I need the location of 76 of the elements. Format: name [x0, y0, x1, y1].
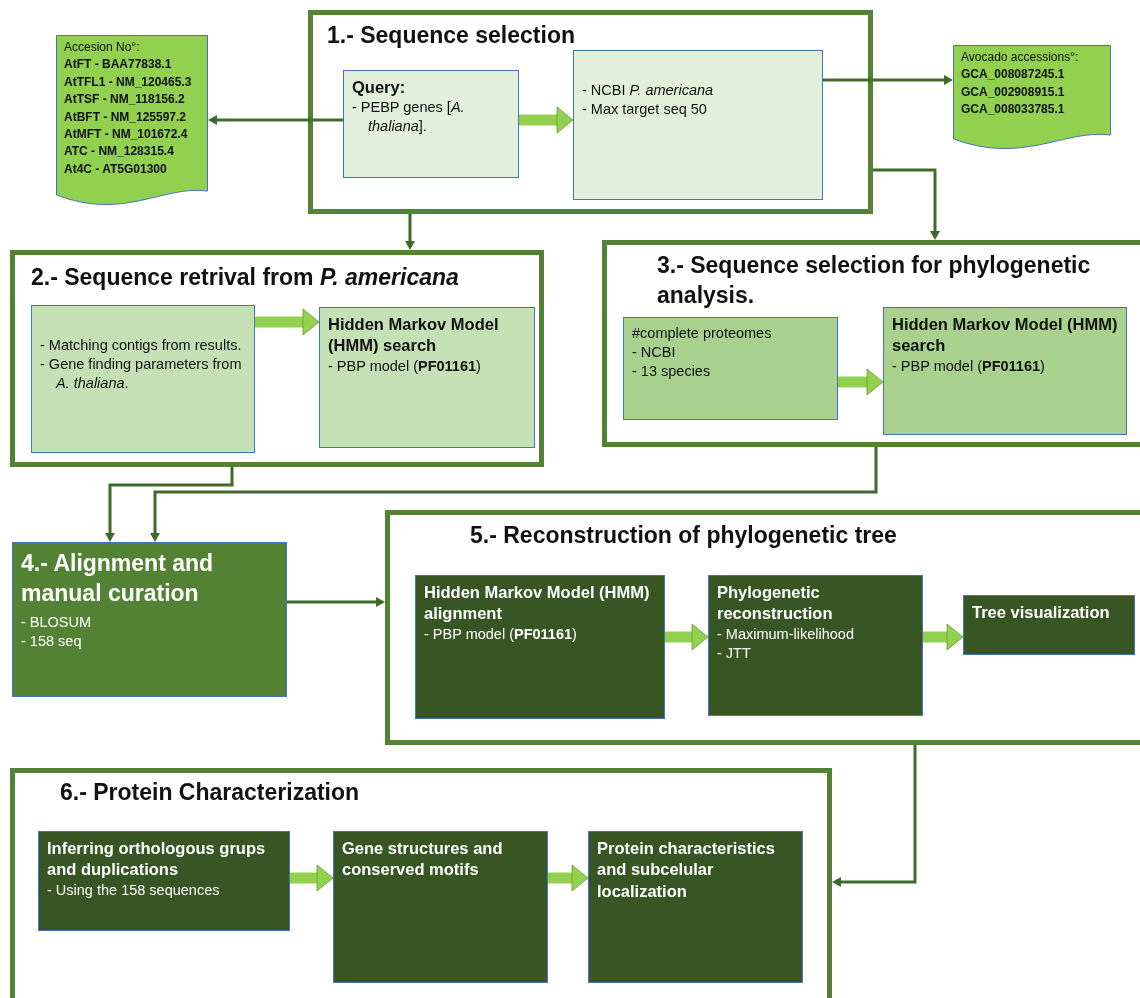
process-box [573, 50, 823, 200]
process-box [343, 70, 519, 178]
box-heading: Protein characteristics and subcelular localization [597, 838, 776, 902]
arrow [823, 75, 953, 85]
bullet-text: - Matching contigs from results. [40, 336, 243, 355]
bullet-text: - 158 seq [21, 631, 83, 651]
accession-number: AtMFT - NM_101672.4 [64, 125, 189, 143]
accession-number: GCA_008087245.1 [961, 66, 1066, 84]
section-frame [10, 250, 544, 467]
bullet-text: - BLOSUM [21, 612, 93, 632]
accession-number: AtTFL1 - NM_120465.3 [64, 73, 193, 91]
bullet-text: - PEBP genes [A. thaliana]. [352, 98, 466, 137]
arrow [150, 447, 878, 542]
section-frame [385, 510, 1140, 745]
list-heading: Avocado accessions°: [961, 49, 1080, 66]
section-title: 6.- Protein Characterization [60, 778, 361, 807]
accession-number: AtFT - BAA77838.1 [64, 56, 173, 74]
block-arrow [665, 623, 709, 651]
block-arrow [548, 864, 589, 892]
process-box [12, 542, 287, 697]
section-frame [10, 768, 832, 998]
bullet-text: - 13 species [632, 361, 712, 381]
process-box [31, 305, 255, 453]
arrow [105, 467, 234, 542]
accession-number: GCA_008033785.1 [961, 101, 1066, 119]
box-heading: Phylogenetic reconstruction [717, 582, 834, 625]
bullet-text: - PBP model (PF01161) [424, 624, 578, 644]
accession-number: ATC - NM_128315.4 [64, 143, 175, 161]
process-box [883, 307, 1127, 435]
process-box [319, 307, 535, 448]
arrow [405, 214, 415, 250]
section-title: 3.- Sequence selection for phylogenetic analysis. [657, 251, 1092, 310]
bullet-text: - PBP model (PF01161) [328, 356, 482, 376]
box-heading: Query: [352, 77, 407, 98]
process-box [38, 831, 290, 931]
block-arrow [290, 864, 334, 892]
box-heading: Hidden Markov Model (HMM) alignment [424, 582, 651, 625]
bullet-text: - Using the 158 sequences [47, 880, 221, 900]
section-title: 4.- Alignment and manual curation [21, 549, 215, 608]
block-arrow [255, 308, 320, 336]
box-heading: Inferring orthologous grups and duplications [47, 838, 267, 881]
accession-number: At4C - AT5G01300 [64, 160, 168, 178]
bullet-text: - JTT [717, 643, 752, 663]
block-arrow [923, 623, 964, 651]
bullet-text: - PBP model (PF01161) [892, 356, 1046, 376]
section-frame [602, 240, 1140, 447]
block-arrow [838, 368, 884, 396]
process-box [963, 595, 1135, 655]
arrow [208, 115, 343, 125]
arrow [832, 745, 917, 887]
process-box [415, 575, 665, 719]
section-title: 5.- Reconstruction of phylogenetic tree [470, 521, 898, 550]
process-box [333, 831, 548, 983]
bullet-text: - Gene finding parameters from A. thaliana. [40, 354, 243, 393]
bullet-text: - NCBI [632, 342, 677, 362]
bullet-text: - Max target seq 50 [582, 99, 708, 119]
list-heading: Accesion No°: [64, 39, 141, 56]
section-title: 1.- Sequence selection [327, 21, 576, 50]
process-box [708, 575, 923, 716]
bullet-text: #complete proteomes [632, 324, 773, 343]
bullet-text: - NCBI P. americana [582, 81, 715, 100]
accession-number: AtBFT - NM_125597.2 [64, 108, 188, 126]
block-arrow [519, 106, 574, 134]
bullet-text: - Maximum-likelihood [717, 624, 855, 644]
process-box [588, 831, 803, 983]
arrow [287, 597, 385, 607]
accession-number: GCA_002908915.1 [961, 83, 1066, 101]
process-box [623, 317, 838, 420]
section-frame [308, 10, 873, 214]
box-heading: Hidden Markov Model (HMM) search [328, 314, 500, 357]
box-heading: Tree visualization [972, 602, 1111, 623]
arrow [873, 168, 940, 240]
box-heading: Hidden Markov Model (HMM) search [892, 314, 1118, 357]
box-heading: Gene structures and conserved motifs [342, 838, 504, 881]
accession-number: AtTSF - NM_118156.2 [64, 91, 186, 109]
section-title: 2.- Sequence retrival from P. americana [31, 263, 460, 292]
